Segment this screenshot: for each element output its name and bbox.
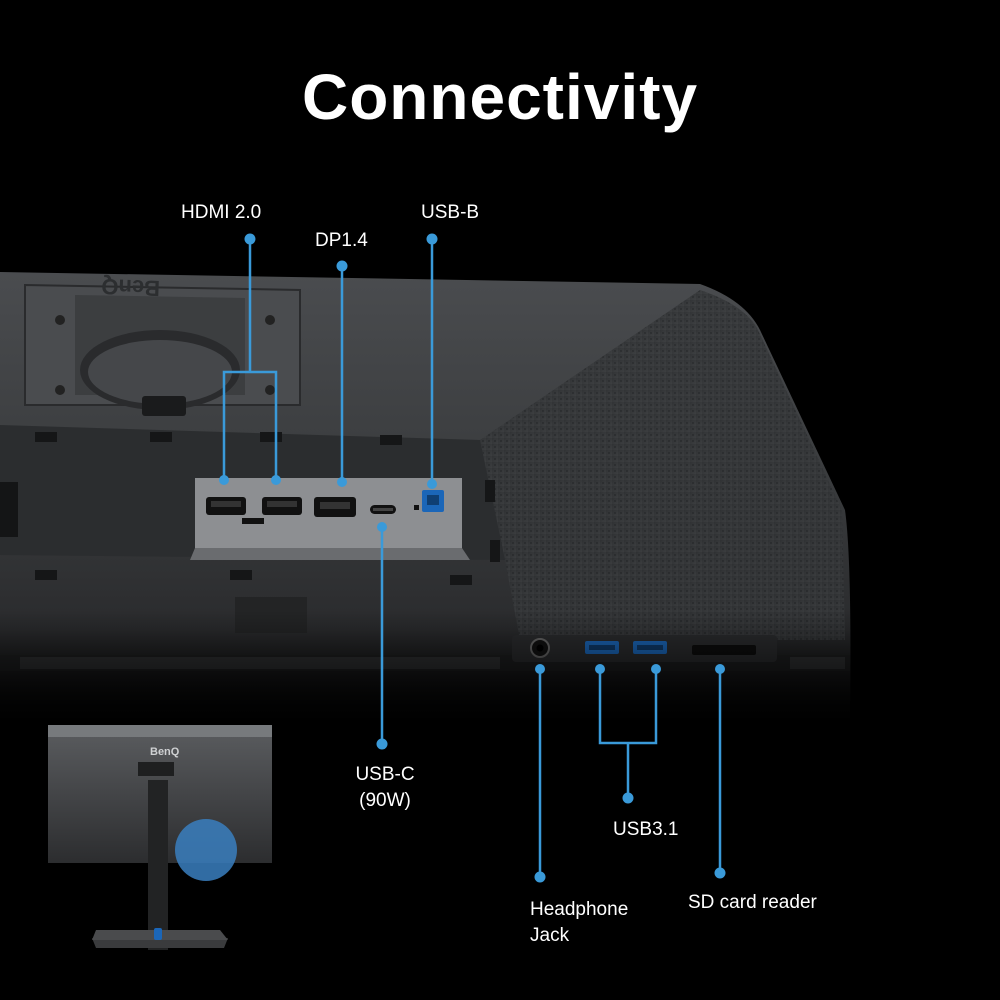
label-dp: DP1.4 [315, 230, 368, 251]
page-title: Connectivity [301, 61, 699, 133]
label-usb-b: USB-B [421, 202, 480, 223]
label-headphone: Headphone Jack [530, 897, 628, 949]
speaker-grill [480, 290, 845, 640]
callout-dots [219, 233, 726, 883]
label-hdmi: HDMI 2.0 [181, 202, 262, 223]
thumbnail-monitor: BenQ [48, 725, 272, 950]
thumbnail-logo: BenQ [150, 746, 180, 758]
label-sd-card: SD card reader [688, 892, 817, 913]
callout-lines [222, 239, 722, 877]
highlight-dot [175, 819, 237, 881]
label-usb-c-line2: (90W) [359, 790, 411, 811]
label-headphone-line1: Headphone [530, 899, 629, 920]
brand-logo: BenQ [101, 274, 161, 301]
label-usb31: USB3.1 [613, 819, 679, 840]
label-usb-c: USB-C (90W) [340, 762, 430, 814]
label-headphone-line2: Jack [530, 925, 570, 946]
label-usb-c-line1: USB-C [355, 764, 415, 785]
